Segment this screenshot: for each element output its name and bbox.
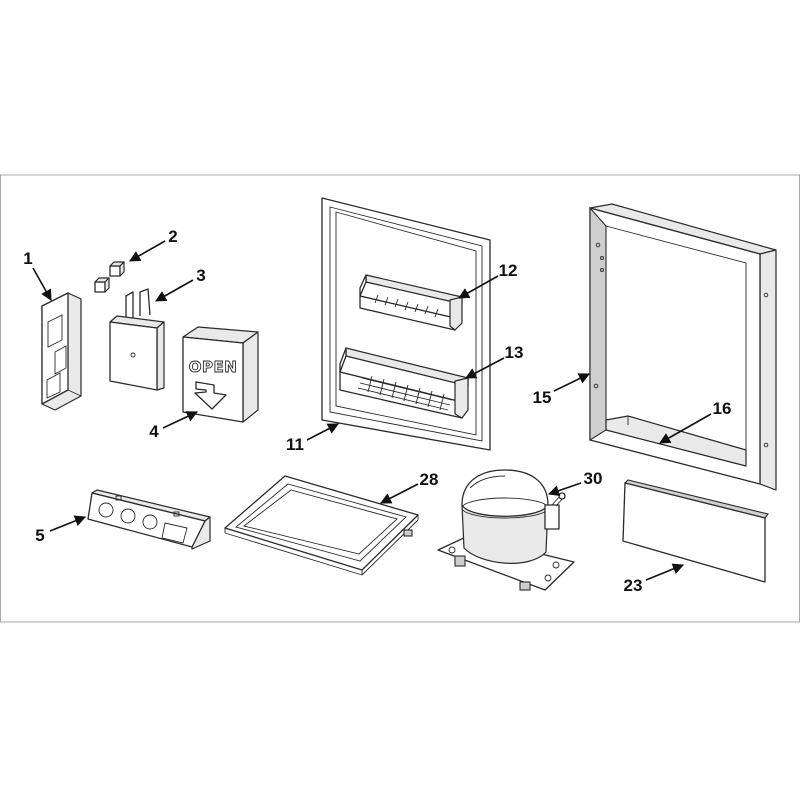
callout-12: 12	[499, 261, 518, 280]
leader-arrow-5	[49, 515, 87, 532]
leader-arrow-16	[659, 413, 712, 444]
part-1	[41, 292, 82, 411]
down-arrow-icon	[194, 381, 227, 410]
callout-15: 15	[533, 388, 552, 407]
leader-arrow-2	[129, 240, 166, 262]
part-5	[87, 489, 211, 550]
leader-arrow-13	[465, 357, 505, 379]
part-4: OPEN	[182, 326, 259, 423]
callout-28: 28	[420, 470, 439, 489]
part-30-compressor	[437, 469, 575, 591]
leader-arrow-15	[553, 373, 591, 392]
part-4-label: OPEN	[189, 358, 238, 376]
callout-5: 5	[35, 526, 44, 545]
part-28-tray	[224, 475, 419, 576]
callout-30: 30	[584, 469, 603, 488]
callout-13: 13	[505, 343, 524, 362]
leader-arrow-11	[306, 423, 339, 441]
part-23-panel	[622, 479, 769, 583]
part-15-frame	[589, 203, 777, 491]
callout-11: 11	[286, 435, 304, 454]
leader-arrow-23	[645, 563, 685, 581]
leader-arrow-3	[155, 279, 194, 302]
part-12-shelf	[359, 274, 463, 331]
callout-16: 16	[713, 399, 732, 418]
part-16	[605, 415, 747, 467]
leader-arrow-1	[32, 267, 52, 301]
callout-4: 4	[149, 422, 159, 441]
callout-23: 23	[624, 576, 643, 595]
leader-arrow-4	[162, 411, 199, 429]
part-2	[94, 261, 125, 293]
leader-arrow-12	[458, 275, 499, 299]
part-13-shelf	[339, 347, 469, 419]
part-3	[109, 288, 165, 391]
callout-2: 2	[168, 227, 177, 246]
callout-3: 3	[196, 266, 205, 285]
leader-arrow-28	[380, 483, 419, 504]
leader-arrow-30	[547, 482, 582, 497]
callout-1: 1	[23, 249, 32, 268]
